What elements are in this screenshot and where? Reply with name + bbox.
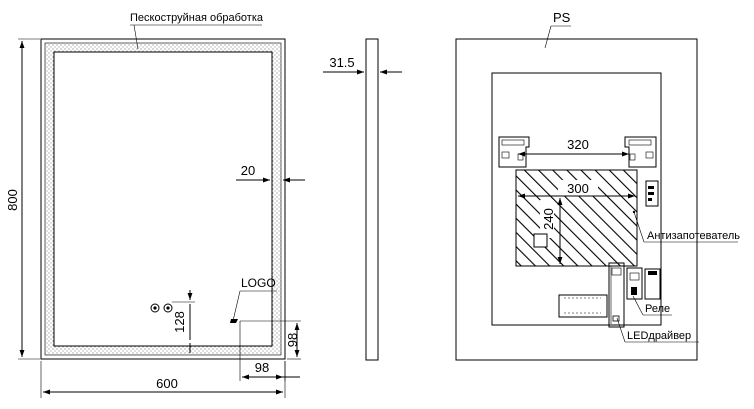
frame-dim-label: 20 — [241, 163, 255, 178]
sandblast-leader-drop — [133, 24, 139, 50]
logo-offset-dimensions: 98 98 — [239, 320, 301, 381]
led-driver — [608, 262, 625, 328]
heater-connector — [533, 233, 548, 248]
connection-box — [558, 294, 608, 318]
ps-label: PS — [553, 10, 571, 25]
driver-label: LEDдрайвер — [627, 330, 691, 342]
sensor-height-dimension: 128 — [172, 290, 195, 353]
logo-mark — [230, 319, 238, 323]
logo-label: LOGO — [241, 276, 276, 290]
heater-dim-bg — [558, 180, 598, 196]
frame-width-dimension: 20 — [236, 163, 305, 183]
mirror-inner-edge — [44, 42, 282, 356]
hanger-right — [624, 136, 657, 168]
heater-label: Антизапотеватель — [647, 230, 740, 242]
hanger-left — [498, 136, 530, 168]
sandblast-label: Пескоструйная обработка — [130, 12, 264, 24]
sensor-height-label: 128 — [172, 311, 187, 333]
sensor-button-left-dot — [153, 306, 157, 310]
width-dimension: 600 — [40, 361, 286, 398]
mirror-glass — [53, 51, 273, 347]
heater-dim-bg-v — [540, 200, 554, 238]
height-dim-label: 800 — [5, 189, 20, 211]
hanger-spacing-label: 320 — [567, 137, 589, 152]
sensor-button-left — [150, 303, 160, 313]
front-view: Пескоструйная обработка 800 600 20 — [5, 12, 305, 398]
depth-dim-label: 31.5 — [329, 55, 354, 70]
back-view: PS 320 300 240 — [455, 10, 740, 361]
sandblast-frame — [45, 43, 281, 355]
back-panel-outer — [455, 38, 698, 361]
relay-label: Реле — [645, 303, 670, 315]
relay — [626, 267, 661, 300]
heater-width-label: 300 — [567, 181, 589, 196]
width-dim-label: 600 — [156, 376, 178, 391]
heater-height-label: 240 — [541, 208, 556, 230]
height-dimension: 800 — [5, 38, 40, 360]
side-profile — [365, 38, 379, 361]
logo-right-dim-label: 98 — [255, 360, 269, 375]
touch-sensors — [150, 303, 173, 313]
side-view: 31.5 — [323, 38, 402, 361]
logo-callout: LOGO — [230, 276, 277, 323]
switch-block — [645, 180, 659, 207]
sensor-button-right — [163, 303, 173, 313]
logo-bottom-dim-label: 98 — [285, 333, 300, 347]
sensor-button-right-dot — [166, 306, 170, 310]
mirror-outline — [40, 38, 286, 360]
back-panel-inner — [491, 72, 662, 326]
